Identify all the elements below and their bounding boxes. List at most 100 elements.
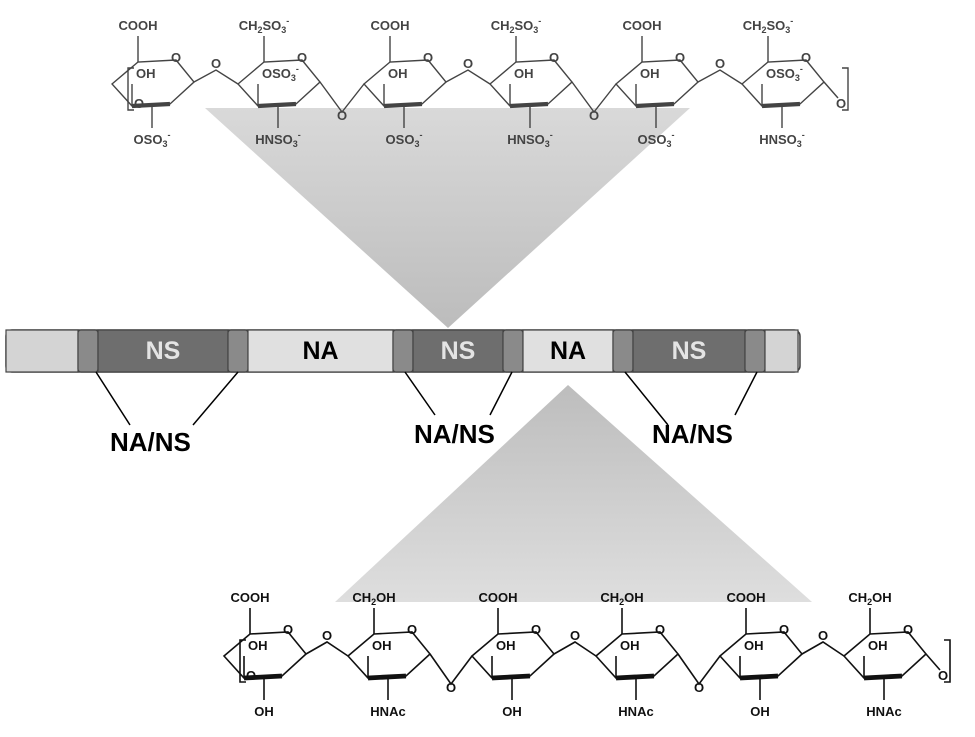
substituent-top: COOH [623,18,662,33]
domain-label-ns: NS [441,337,476,365]
domain-transition [392,329,414,373]
domain-segment-ns [632,329,746,373]
ring-oxygen: O [779,622,789,637]
substituent-middle: OSO3- [262,64,299,83]
ring-front-edge [383,101,423,109]
connector-line [624,371,669,426]
link-oxygen: O [322,628,332,643]
ring-front-edge [131,101,171,109]
ring-front-edge [509,101,549,109]
link-oxygen: O [570,628,580,643]
substituent-bottom: HNAc [866,704,901,719]
substituent-bottom: HNAc [618,704,653,719]
ring-front-edge [367,673,407,681]
substituent-bottom: OSO3- [386,130,423,149]
substituent-top: COOH [371,18,410,33]
glycosidic-bond [193,69,239,85]
link-oxygen: O [836,96,846,111]
glycosidic-bond [571,81,617,114]
region-label-na-ns: NA/NS [414,419,495,449]
ring-oxygen: O [171,50,181,65]
glycosidic-bond [553,641,597,657]
domain-transition [744,329,766,373]
substituent-bottom: OH [750,704,770,719]
substituent-middle: OH [620,638,640,653]
link-oxygen: O [818,628,828,643]
domain-segment-plain [5,329,79,373]
ring-oxygen: O [655,622,665,637]
connector-line [734,371,758,416]
link-oxygen: O [463,56,473,71]
ring-oxygen: O [407,622,417,637]
link-oxygen: O [589,108,599,123]
domain-transition [612,329,634,373]
link-oxygen: O [337,108,347,123]
substituent-bottom: OH [254,704,274,719]
glycosidic-bond [677,653,721,686]
region-label-na-ns: NA/NS [652,419,733,449]
domain-label-na: NA [302,337,338,365]
glycosidic-bond [697,69,743,85]
substituent-top: COOH [479,590,518,605]
bottom-chain-structure: OOCOOHOHOHOOCH2OHOHHNAcOOCOOHOHOHOOCH2OH… [222,590,951,719]
ring-oxygen: O [531,622,541,637]
bond [823,81,839,99]
domain-label-na: NA [550,337,586,365]
zoom-cone-top [205,108,690,328]
domain-segment-ns [97,329,229,373]
ring-front-edge [243,673,283,681]
substituent-middle: OH [744,638,764,653]
connector-line [404,371,436,416]
substituent-bottom: OH [502,704,522,719]
domain-transition [227,329,249,373]
link-oxygen: O [694,680,704,695]
substituent-middle: OSO3- [766,64,803,83]
ring-front-edge [491,673,531,681]
chain-bracket-end [842,67,849,111]
link-oxygen: O [715,56,725,71]
substituent-bottom: HNAc [370,704,405,719]
domain-segment-ns [412,329,504,373]
link-oxygen: O [134,96,144,111]
substituent-bottom: OSO3- [638,130,675,149]
ring-oxygen: O [801,50,811,65]
ring-front-edge [257,101,297,109]
region-connectors [95,371,758,426]
substituent-middle: OH [136,66,156,81]
connector-line [192,371,239,426]
substituent-bottom: OSO3- [134,130,171,149]
substituent-middle: OH [372,638,392,653]
chain-bracket-end [944,639,951,683]
substituent-top: CH2SO3- [491,16,542,35]
ring-oxygen: O [549,50,559,65]
domain-segment-na [522,329,614,373]
domain-transition [77,329,99,373]
ring-front-edge [615,673,655,681]
region-label-na-ns: NA/NS [110,427,191,457]
ring-oxygen: O [297,50,307,65]
glycosidic-bond [445,69,491,85]
substituent-bottom: HNSO3- [255,130,301,149]
connector-line [95,371,131,426]
substituent-middle: OH [640,66,660,81]
ring-oxygen: O [903,622,913,637]
substituent-top: COOH [727,590,766,605]
substituent-middle: OH [868,638,888,653]
glycosidic-bond [801,641,845,657]
ring-oxygen: O [283,622,293,637]
link-oxygen: O [938,668,948,683]
connector-line [489,371,513,416]
domain-transition [502,329,524,373]
domain-segment-plain [764,329,799,373]
